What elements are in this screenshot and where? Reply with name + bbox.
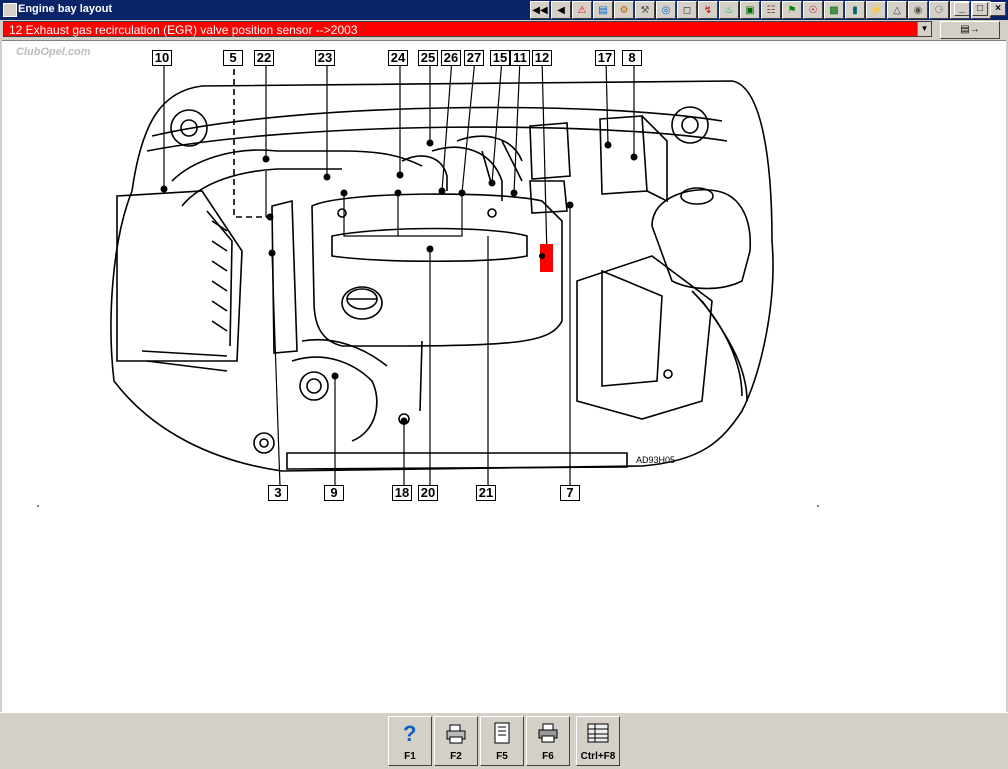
callout-label[interactable]: 22	[254, 50, 274, 66]
warning-icon[interactable]: ⚠	[572, 1, 592, 19]
exit-icon[interactable]: ▤→	[940, 21, 1000, 39]
callout-label[interactable]: 26	[441, 50, 461, 66]
repair-icon[interactable]: ⚑	[782, 1, 802, 19]
callout-label[interactable]: 20	[418, 485, 438, 501]
function-key-bar: ? F1 F2 F5 F6 Ctrl+F8	[0, 712, 1008, 769]
gearbox-icon[interactable]: ◻	[677, 1, 697, 19]
callout-label[interactable]: 7	[560, 485, 580, 501]
window-title: Engine bay layout	[18, 3, 113, 15]
callout-label[interactable]: 27	[464, 50, 484, 66]
callout-label[interactable]: 10	[152, 50, 172, 66]
chevron-down-icon[interactable]: ▼	[917, 22, 931, 36]
svg-text:?: ?	[403, 721, 416, 745]
watermark: ClubOpel.com	[16, 46, 91, 58]
electric-icon[interactable]: ↯	[698, 1, 718, 19]
help-button[interactable]: ? F1	[388, 716, 432, 766]
callout-label[interactable]: 18	[392, 485, 412, 501]
engine-bay-diagram	[37, 58, 819, 507]
egr-sensor-highlight[interactable]	[540, 244, 553, 272]
callout-label[interactable]: 11	[510, 50, 530, 66]
flash-icon[interactable]: ⚡	[866, 1, 886, 19]
table-icon	[587, 723, 609, 743]
function-key-label: F5	[496, 751, 508, 762]
parts-icon[interactable]: ⚆	[929, 1, 949, 19]
callout-label[interactable]: 23	[315, 50, 335, 66]
printer-icon	[446, 724, 466, 744]
toolbar: ◀◀ ◀ ⚠ ▤ ⚙ ⚒ ◎ ◻ ↯ ♨ ▣ ☷ ⚑ ☉ ▩ ▮ ⚡ △ ◉ ⚆…	[530, 0, 992, 20]
filter-icon[interactable]: ☷	[761, 1, 781, 19]
help-icon: ?	[403, 721, 416, 745]
close-button[interactable]: ×	[990, 2, 1006, 16]
diagram-area: 10 5 22 23 24 25 26 27 15 11 12 17 8 3 9…	[2, 40, 1006, 713]
component-selector[interactable]: 12 Exhaust gas recirculation (EGR) valve…	[3, 21, 932, 37]
function-key-label: F2	[450, 751, 462, 762]
callout-label[interactable]: 12	[532, 50, 552, 66]
document-icon	[494, 722, 510, 744]
callout-label[interactable]: 9	[324, 485, 344, 501]
callout-label[interactable]: 8	[622, 50, 642, 66]
print-preview-icon	[538, 723, 558, 743]
app-icon	[3, 3, 17, 17]
engine-icon[interactable]: ⚙	[614, 1, 634, 19]
display-icon[interactable]: ▩	[824, 1, 844, 19]
print-preview-button[interactable]: F6	[526, 716, 570, 766]
body-icon[interactable]: ▣	[740, 1, 760, 19]
table-button[interactable]: Ctrl+F8	[576, 716, 620, 766]
first-record-icon[interactable]: ◀◀	[530, 1, 550, 19]
function-key-label: F6	[542, 751, 554, 762]
callout-label[interactable]: 21	[476, 485, 496, 501]
callout-label[interactable]: 3	[268, 485, 288, 501]
previous-icon[interactable]: ◀	[551, 1, 571, 19]
chart-icon[interactable]: ▤	[593, 1, 613, 19]
tools-icon[interactable]: ⚒	[635, 1, 655, 19]
cooling-icon[interactable]: ♨	[719, 1, 739, 19]
restore-button[interactable]: □	[972, 2, 988, 16]
callout-label[interactable]: 17	[595, 50, 615, 66]
adjust-icon[interactable]: ☉	[803, 1, 823, 19]
minimize-button[interactable]: _	[954, 2, 970, 16]
vehicle-icon[interactable]: ▮	[845, 1, 865, 19]
wheel-icon[interactable]: ◎	[656, 1, 676, 19]
callout-label[interactable]: 24	[388, 50, 408, 66]
print-button[interactable]: F2	[434, 716, 478, 766]
window-controls: _ □ ×	[952, 2, 1006, 16]
callout-label[interactable]: 15	[490, 50, 510, 66]
part-code: AD93H05	[636, 455, 676, 465]
function-key-label: F1	[404, 751, 416, 762]
component-selector-value: 12 Exhaust gas recirculation (EGR) valve…	[9, 23, 358, 37]
callout-label[interactable]: 5	[223, 50, 243, 66]
function-key-label: Ctrl+F8	[580, 751, 616, 762]
callout-label[interactable]: 25	[418, 50, 438, 66]
lift-icon[interactable]: △	[887, 1, 907, 19]
diagnose-icon[interactable]: ◉	[908, 1, 928, 19]
document-button[interactable]: F5	[480, 716, 524, 766]
